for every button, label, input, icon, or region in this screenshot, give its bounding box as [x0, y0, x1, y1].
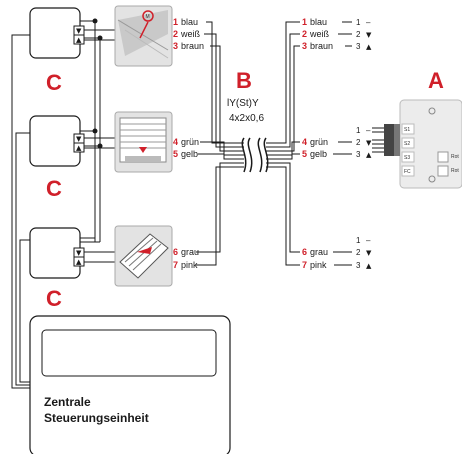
- svg-text:Rot: Rot: [451, 168, 459, 174]
- down-icon: ▼: [76, 135, 82, 143]
- down-icon: ▼: [76, 249, 82, 257]
- awning-device-image: M: [114, 5, 173, 67]
- svg-text:–: –: [366, 126, 371, 135]
- svg-text:Rot: Rot: [451, 154, 459, 160]
- label-b: B: [236, 68, 252, 93]
- svg-text:▼: ▼: [366, 31, 372, 39]
- label-c-1: C: [46, 70, 62, 95]
- wire-color-label: weiß: [309, 29, 330, 39]
- bus-lines: [11, 20, 101, 389]
- wire-number: 3: [173, 41, 178, 51]
- up-icon: ▲: [76, 258, 82, 266]
- right-wire-labels: 1 blau 2 weiß 3 braun 4 grün 5 gelb 6 gr…: [302, 17, 333, 270]
- wire-color-label: grün: [310, 137, 328, 147]
- pin-dashes: [333, 21, 352, 266]
- wire-number: 2: [173, 29, 178, 39]
- up-icon: ▲: [76, 36, 82, 44]
- svg-text:M: M: [146, 14, 150, 20]
- wire-color-label: grün: [181, 137, 199, 147]
- wire-color-label: pink: [310, 260, 327, 270]
- switch-module-3: ▼ ▲: [29, 227, 85, 279]
- label-a: A: [428, 68, 444, 93]
- cable-type: lY(St)Y: [227, 98, 259, 109]
- svg-text:▼: ▼: [366, 249, 372, 257]
- wire-number: 3: [302, 41, 307, 51]
- label-c-2: C: [46, 176, 62, 201]
- svg-text:1: 1: [356, 236, 361, 245]
- label-c-3: C: [46, 286, 62, 311]
- wire-color-label: gelb: [310, 149, 327, 159]
- cable-symbol: [230, 137, 280, 173]
- central-control-unit: Zentrale Steuerungseinheit: [29, 315, 231, 454]
- wire-number: 6: [173, 247, 178, 257]
- control-unit-title-line2: Steuerungseinheit: [44, 411, 149, 425]
- svg-text:FC: FC: [404, 169, 411, 175]
- wire-number: 5: [173, 149, 178, 159]
- wire-number: 1: [173, 17, 178, 27]
- svg-text:S3: S3: [404, 155, 410, 161]
- svg-text:3: 3: [356, 261, 361, 270]
- left-wire-labels: 1 blau 2 weiß 3 braun 4 grün 5 gelb 6 gr…: [173, 17, 204, 270]
- wire-number: 4: [302, 137, 307, 147]
- svg-text:1: 1: [356, 126, 361, 135]
- switch-device-wires: [84, 29, 115, 263]
- wire-color-label: pink: [181, 260, 198, 270]
- wire-color-label: grau: [310, 247, 328, 257]
- cable-spec: 4x2x0,6: [229, 113, 264, 124]
- up-icon: ▲: [76, 144, 82, 152]
- switch-module-1: ▼ ▲: [29, 7, 85, 59]
- svg-text:▼: ▼: [366, 139, 372, 147]
- svg-text:1: 1: [356, 18, 361, 27]
- pin-labels: 1 – 2 ▼ 3 ▲ 1 – 2 ▼ 3 ▲ 1 – 2 ▼ 3 ▲: [356, 18, 372, 270]
- wire-color-label: grau: [181, 247, 199, 257]
- blind-device-image: [114, 225, 173, 287]
- wire-number: 7: [173, 260, 178, 270]
- wire-color-label: braun: [181, 41, 204, 51]
- down-icon: ▼: [76, 27, 82, 35]
- svg-text:▲: ▲: [366, 43, 372, 51]
- control-unit-title-line1: Zentrale: [44, 395, 91, 409]
- wire-color-label: weiß: [180, 29, 201, 39]
- controller-device-a: S1 S2 S3 FC Rot Rot: [372, 99, 462, 189]
- shutter-device-image: [114, 111, 173, 173]
- switch-module-2: ▼ ▲: [29, 115, 85, 167]
- wire-number: 5: [302, 149, 307, 159]
- right-wires: [280, 21, 300, 266]
- svg-text:2: 2: [356, 138, 361, 147]
- wire-color-label: braun: [310, 41, 333, 51]
- wire-color-label: blau: [181, 17, 198, 27]
- wire-color-label: blau: [310, 17, 327, 27]
- wire-number: 2: [302, 29, 307, 39]
- wire-number: 6: [302, 247, 307, 257]
- wire-number: 7: [302, 260, 307, 270]
- svg-text:–: –: [366, 236, 371, 245]
- wire-number: 1: [302, 17, 307, 27]
- svg-text:▲: ▲: [366, 262, 372, 270]
- wire-color-label: gelb: [181, 149, 198, 159]
- svg-text:3: 3: [356, 42, 361, 51]
- svg-text:–: –: [366, 18, 371, 27]
- svg-text:▲: ▲: [366, 151, 372, 159]
- svg-text:3: 3: [356, 150, 361, 159]
- left-wires: [196, 21, 230, 266]
- svg-text:2: 2: [356, 248, 361, 257]
- svg-text:S1: S1: [404, 127, 410, 133]
- svg-text:S2: S2: [404, 141, 410, 147]
- bus-junctions: [92, 18, 103, 149]
- svg-text:2: 2: [356, 30, 361, 39]
- wire-number: 4: [173, 137, 178, 147]
